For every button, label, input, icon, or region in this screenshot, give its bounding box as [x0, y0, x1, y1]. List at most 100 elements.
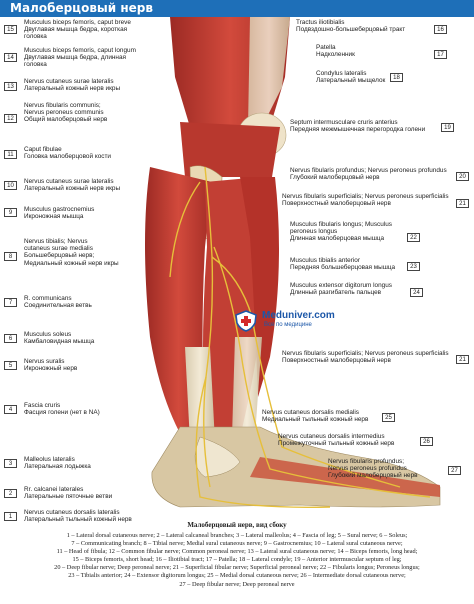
- label-russian: Икроножная мышца: [24, 213, 84, 221]
- callout-number: 21: [456, 199, 469, 208]
- callout-number: 25: [382, 413, 395, 422]
- anatomy-illustration: [0, 17, 474, 517]
- callout-number: 16: [434, 25, 447, 34]
- label-dorsal-medial: Nervus cutaneus dorsalis medialis Медиал…: [262, 409, 368, 423]
- callout-number: 12: [4, 114, 17, 123]
- label-fascia-cruris: Fascia cruris Фасция голени (нет в NA): [24, 402, 100, 416]
- knee-region: [180, 122, 280, 177]
- label-patella: Patella Надколенник: [316, 44, 355, 58]
- label-russian: Латеральный тыльный кожный нерв: [24, 516, 132, 524]
- foot-muscles: [250, 457, 440, 497]
- label-russian: Двуглавая мышца бедра, короткая: [24, 26, 128, 34]
- header-bar: Малоберцовый нерв: [0, 0, 474, 17]
- callout-number: 10: [4, 181, 17, 190]
- label-russian: Поверхностный малоберцовый нерв: [282, 357, 391, 365]
- label-russian: Поверхностный малоберцовый нерв: [282, 200, 391, 208]
- label-common-fibular: Nervus fibularis communis; Nervus perone…: [24, 102, 107, 124]
- callout-number: 5: [4, 361, 17, 370]
- callout-number: 26: [420, 437, 433, 446]
- label-latin: Nervus cutaneus dorsalis medialis: [262, 409, 359, 416]
- callout-number: 17: [434, 50, 447, 59]
- callout-number: 1: [4, 512, 17, 521]
- callout-number: 24: [410, 288, 423, 297]
- label-russian: Глубокий малоберцовый нерв: [328, 472, 418, 480]
- shield-cross-icon: [235, 310, 257, 332]
- caption-line: 27 – Deep fibular nerve; Deep peroneal n…: [179, 580, 295, 588]
- label-russian: Латеральный мыщелок: [316, 77, 386, 85]
- label-russian: Фасция голени (нет в NA): [24, 409, 100, 417]
- callout-number: 13: [4, 82, 17, 91]
- tibialis-anterior: [240, 177, 279, 397]
- figure-caption-title: Малоберцовый нерв, вид сбоку: [187, 521, 287, 529]
- callout-number: 15: [4, 25, 17, 34]
- label-biceps-long: Musculus biceps femoris, caput longum Дв…: [24, 47, 136, 69]
- label-latin-2: Nervus peroneus profundus: [328, 465, 407, 473]
- label-lat-sural-1: Nervus cutaneus surae lateralis Латераль…: [24, 78, 120, 92]
- label-superficial-fibular-2: Nervus fibularis superficialis; Nervus p…: [282, 350, 449, 364]
- label-russian: Соединительная ветвь: [24, 302, 92, 310]
- iliotibial-tract: [248, 17, 290, 127]
- label-caput-fibulae: Caput fibulae Головка малоберцовой кости: [24, 146, 111, 160]
- callout-number: 23: [407, 262, 420, 271]
- label-russian-2: Медиальный кожный нерв икры: [24, 259, 119, 267]
- label-tractus: Tractus iliotibialis Подвздошно-большебе…: [296, 19, 405, 33]
- callout-number: 19: [441, 123, 454, 132]
- callout-number: 11: [4, 150, 17, 159]
- label-superficial-fibular: Nervus fibularis superficialis; Nervus p…: [282, 193, 449, 207]
- label-latin: Musculus biceps femoris, caput breve: [24, 19, 131, 26]
- label-tibial-nerve: Nervus tibialis; Nervus cutaneus surae m…: [24, 238, 119, 267]
- label-latin: Nervus fibularis communis;: [24, 102, 101, 109]
- label-russian: Общий малоберцовый нерв: [24, 116, 108, 124]
- label-russian: Передняя большеберцовая мышца: [290, 264, 396, 272]
- label-latin: Septum intermusculare cruris anterius: [290, 119, 398, 126]
- label-latin: Malleolus lateralis: [24, 456, 75, 463]
- label-latin: Musculus soleus: [24, 331, 72, 338]
- label-latin: Nervus cutaneus surae lateralis: [24, 78, 114, 85]
- label-latin: Nervus cutaneus dorsalis lateralis: [24, 509, 120, 516]
- caption-line: 11 – Head of fibula; 12 – Common fibular…: [56, 548, 418, 556]
- label-latin-2: Nervus peroneus communis: [24, 109, 104, 117]
- label-latin: Musculus tibialis anterior: [290, 257, 360, 264]
- label-russian: Латеральная лодыжка: [24, 463, 91, 471]
- callout-number: 18: [390, 73, 403, 82]
- callout-number: 21: [456, 355, 469, 364]
- label-russian: Надколенник: [316, 51, 355, 59]
- label-dorsal-intermedius: Nervus cutaneus dorsalis intermedius Про…: [278, 433, 394, 447]
- label-latin: Caput fibulae: [24, 146, 62, 153]
- label-latin-2: peroneus longus: [290, 228, 338, 236]
- label-russian: Латеральные пяточные ветви: [24, 493, 113, 501]
- caption-line: 1 – Lateral dorsal cutaneous nerve; 2 – …: [66, 532, 408, 539]
- label-russian: Передняя межмышечная перегородка голени: [290, 126, 426, 134]
- callout-number: 14: [4, 53, 17, 62]
- logo-brand: Meduniver.com: [262, 310, 335, 321]
- label-fibularis-longus: Musculus fibularis longus; Musculus pero…: [290, 221, 392, 243]
- label-latin: Nervus cutaneus dorsalis intermedius: [278, 433, 385, 440]
- label-latin: Patella: [316, 44, 336, 51]
- label-russian: Промежуточный тыльный кожный нерв: [278, 440, 395, 448]
- label-russian: Латеральный кожный нерв икры: [24, 85, 121, 93]
- label-latin: Nervus cutaneus surae lateralis: [24, 178, 114, 185]
- label-latin: Musculus biceps femoris, caput longum: [24, 47, 136, 54]
- callout-number: 9: [4, 208, 17, 217]
- label-russian: Большеберцовый нерв;: [24, 252, 95, 260]
- label-latin: R. communicans: [24, 295, 72, 302]
- callout-number: 27: [448, 466, 461, 475]
- label-latin-2: cutaneus surae medialis: [24, 245, 93, 253]
- label-rr-calcanei: Rr. calcanei laterales Латеральные пяточ…: [24, 486, 112, 500]
- label-latin: Musculus fibularis longus; Musculus: [290, 221, 392, 228]
- nerves: [169, 166, 431, 508]
- label-russian-2: головка: [24, 61, 47, 69]
- label-russian: Икроножный нерв: [24, 365, 78, 373]
- label-latin: Condylus lateralis: [316, 70, 367, 77]
- callout-number: 7: [4, 298, 17, 307]
- label-latin: Nervus fibularis profundus;: [328, 458, 405, 465]
- caption-line: 23 – Tibialis anterior; 24 – Extensor di…: [68, 572, 406, 580]
- label-russian-2: головка: [24, 33, 47, 41]
- label-septum: Septum intermusculare cruris anterius Пе…: [290, 119, 425, 133]
- label-soleus: Musculus soleus Камбаловидная мышца: [24, 331, 94, 345]
- caption-line: 15 – Biceps femoris, short head; 16 – Il…: [72, 556, 402, 564]
- label-malleolus: Malleolus lateralis Латеральная лодыжка: [24, 456, 91, 470]
- caption-line: 20 – Deep fibular nerve; Deep peroneal n…: [54, 564, 420, 572]
- label-latin: Nervus suralis: [24, 358, 65, 365]
- label-biceps-short: Musculus biceps femoris, caput breve Дву…: [24, 19, 131, 41]
